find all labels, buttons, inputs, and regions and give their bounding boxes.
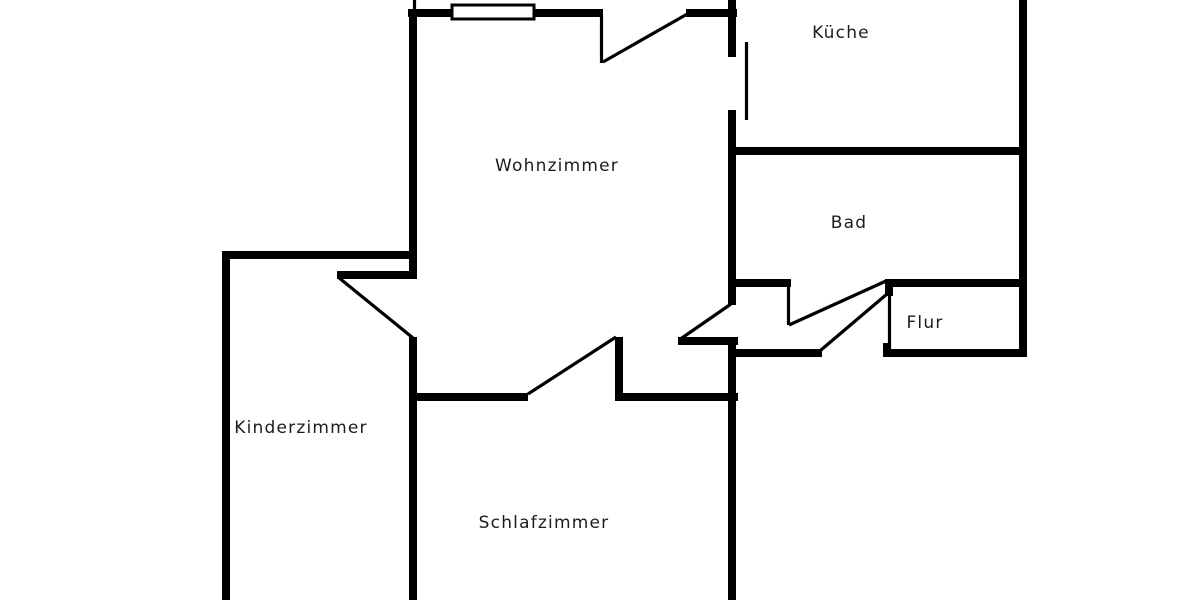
wall-segment <box>410 393 528 401</box>
wall-segment <box>686 9 737 17</box>
wall-segment <box>1019 0 1027 357</box>
door-swing-line <box>336 275 415 340</box>
wall-segment <box>885 279 1027 287</box>
door-swings-layer <box>336 0 892 396</box>
wall-segment <box>678 337 738 345</box>
wall-segment <box>728 337 736 600</box>
wall-segment <box>883 343 891 349</box>
room-label-wohnzimmer: Wohnzimmer <box>495 156 619 176</box>
wall-segment <box>409 337 417 600</box>
wall-segment <box>615 393 738 401</box>
room-label-schlafzimmer: Schlafzimmer <box>479 513 610 533</box>
window-layer <box>450 3 536 21</box>
door-swing-line <box>527 335 617 396</box>
wall-segment <box>222 251 417 259</box>
window-symbol <box>450 3 536 21</box>
walls-layer <box>222 0 1027 600</box>
room-labels-layer: Wohnzimmer KücheBadFlurKinderzimmerSchlaf… <box>234 23 943 533</box>
wall-segment <box>337 271 417 279</box>
wall-segment <box>728 279 791 287</box>
wall-segment <box>728 110 736 305</box>
wall-segment <box>728 147 1027 155</box>
room-label-kinderzimmer: Kinderzimmer <box>234 418 368 438</box>
wall-segment <box>883 349 1027 357</box>
room-label-flur: Flur <box>906 313 943 333</box>
door-swing-line <box>678 302 732 342</box>
room-label-kueche: Küche <box>812 23 870 43</box>
wall-segment <box>409 9 417 278</box>
wall-segment <box>615 337 623 401</box>
door-swing-line <box>602 11 690 64</box>
wall-segment <box>885 287 893 296</box>
door-swing-line <box>819 292 889 352</box>
door-swing-line <box>788 279 887 327</box>
wall-segment <box>728 0 736 57</box>
wall-segment <box>222 251 230 600</box>
wall-segment <box>728 349 822 357</box>
room-label-bad: Bad <box>831 213 867 233</box>
